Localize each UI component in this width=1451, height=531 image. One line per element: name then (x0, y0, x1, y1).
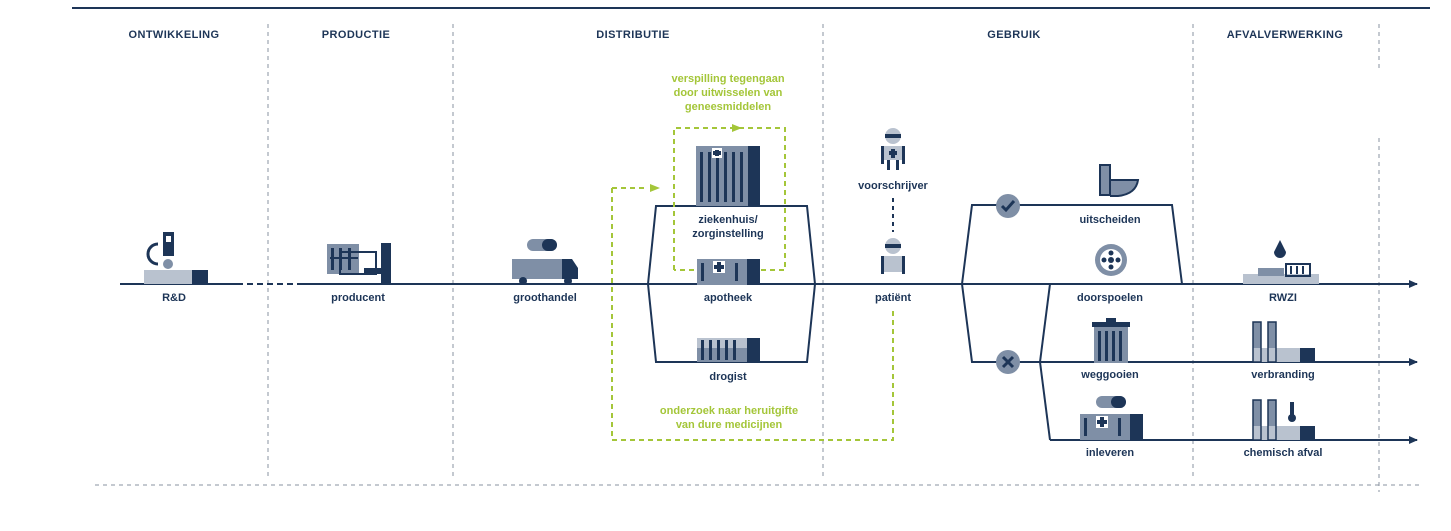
label-uitscheiden: uitscheiden (1079, 214, 1140, 226)
label-drogist: drogist (709, 371, 747, 383)
patient-icon (881, 238, 905, 274)
pharmacy-icon (697, 259, 760, 285)
phase-distributie: DISTRIBUTIE (596, 29, 669, 41)
label-voorschrijver: voorschrijver (858, 180, 928, 192)
label-doorspoelen: doorspoelen (1077, 292, 1143, 304)
return-pharmacy-icon (1080, 396, 1143, 440)
label-patient: patiënt (875, 292, 911, 304)
reissue-loop (611, 188, 894, 441)
label-ziekenhuis-2: zorginstelling (692, 228, 764, 240)
note-verspilling-3: geneesmiddelen (685, 101, 771, 113)
label-weggooien: weggooien (1080, 369, 1139, 381)
label-rd: R&D (162, 292, 186, 304)
distribution-branch (646, 205, 817, 363)
label-verbranding: verbranding (1251, 369, 1315, 381)
factory-icon (327, 243, 391, 284)
branch-inleveren-link (1039, 361, 1051, 441)
note-onderzoek-2: van dure medicijnen (676, 419, 783, 431)
label-producent: producent (331, 292, 385, 304)
microscope-icon (144, 232, 208, 284)
hospital-icon (696, 146, 760, 206)
drain-icon (1095, 244, 1127, 276)
exchange-arrow (732, 124, 742, 132)
phase-gebruik: GEBRUIK (987, 29, 1041, 41)
note-verspilling-1: verspilling tegengaan (671, 73, 784, 85)
phase-ontwikkeling: ONTWIKKELING (129, 29, 220, 41)
reissue-arrow (650, 184, 660, 192)
phase-productie: PRODUCTIE (322, 29, 390, 41)
branch-uitscheiden (961, 204, 1183, 285)
label-groothandel: groothandel (513, 292, 577, 304)
branch-weggooien (961, 283, 1040, 363)
truck-icon (512, 239, 578, 285)
label-ziekenhuis-1: ziekenhuis/ (698, 214, 757, 226)
branch-doorspoelen (1039, 283, 1051, 363)
incinerator-icon (1252, 321, 1315, 363)
note-verspilling-2: door uitwisselen van (674, 87, 783, 99)
label-apotheek: apotheek (704, 292, 753, 304)
label-rwzi: RWZI (1269, 292, 1297, 304)
chemical-waste-icon (1252, 399, 1315, 441)
note-onderzoek-1: onderzoek naar heruitgifte (660, 405, 798, 417)
phase-afvalverwerking: AFVALVERWERKING (1227, 29, 1344, 41)
label-inleveren: inleveren (1086, 447, 1135, 459)
toilet-icon (1099, 164, 1140, 197)
bin-icon (1092, 318, 1130, 363)
cross-icon (996, 350, 1020, 374)
prescriber-icon (881, 128, 905, 170)
check-icon (996, 194, 1020, 218)
label-chemisch-afval: chemisch afval (1244, 447, 1323, 459)
treatment-plant-icon (1243, 240, 1319, 284)
drugstore-icon (697, 338, 760, 362)
